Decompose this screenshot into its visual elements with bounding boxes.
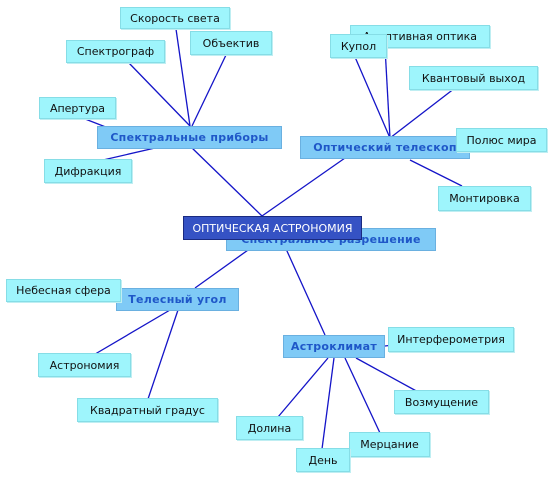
node-objective[interactable]: Объектив <box>190 31 272 55</box>
link-telescope-dome <box>354 56 391 139</box>
node-astroclimate[interactable]: Астроклимат <box>283 335 385 358</box>
node-day[interactable]: День <box>296 448 350 472</box>
node-speed-of-light[interactable]: Скорость света <box>120 7 230 29</box>
node-astronomy[interactable]: Астрономия <box>38 353 131 377</box>
node-quantum-yield[interactable]: Квантовый выход <box>409 66 538 90</box>
link-telescope-quantum-yield <box>389 87 456 139</box>
link-solid-angle-astronomy <box>84 309 171 361</box>
node-dome[interactable]: Купол <box>330 34 387 58</box>
link-solid-angle-square-degree <box>147 309 179 400</box>
node-spectrograph[interactable]: Спектрограф <box>66 40 165 63</box>
central-topic-node[interactable]: ОПТИЧЕСКАЯ АСТРОНОМИЯ <box>183 216 362 240</box>
node-aperture[interactable]: Апертура <box>39 97 116 119</box>
link-astro-disturbance <box>355 357 421 394</box>
node-twinkling[interactable]: Мерцание <box>349 432 430 457</box>
node-celestial-sphere[interactable]: Небесная сфера <box>6 279 121 302</box>
node-mounting[interactable]: Монтировка <box>438 186 531 211</box>
link-center-astroclimate <box>281 239 326 336</box>
node-valley[interactable]: Долина <box>236 416 303 440</box>
link-center-spectral-instruments <box>189 145 263 217</box>
link-spectral-speed-of-light <box>175 28 191 127</box>
node-square-degree[interactable]: Квадратный градус <box>77 398 218 422</box>
node-diffraction[interactable]: Дифракция <box>44 159 132 183</box>
node-adaptive-optics[interactable]: Адаптивная оптика <box>350 25 490 48</box>
node-interferometry[interactable]: Интерферометрия <box>388 327 514 352</box>
link-astro-day <box>321 357 335 450</box>
link-astro-twinkling <box>344 357 381 434</box>
link-spectral-spectrograph <box>127 61 191 127</box>
node-celestial-pole[interactable]: Полюс мира <box>456 128 547 152</box>
link-telescope-adaptive-optics <box>384 46 391 139</box>
link-spectral-objective <box>191 54 227 127</box>
link-astro-valley <box>277 357 329 418</box>
node-solid-angle[interactable]: Телесный угол <box>116 288 239 311</box>
node-disturbance[interactable]: Возмущение <box>394 390 489 414</box>
link-telescope-mounting <box>409 159 463 187</box>
node-optical-telescope[interactable]: Оптический телескоп <box>300 136 470 159</box>
node-spectral-instruments[interactable]: Спектральные приборы <box>97 126 282 149</box>
link-center-optical-telescope <box>261 157 346 217</box>
